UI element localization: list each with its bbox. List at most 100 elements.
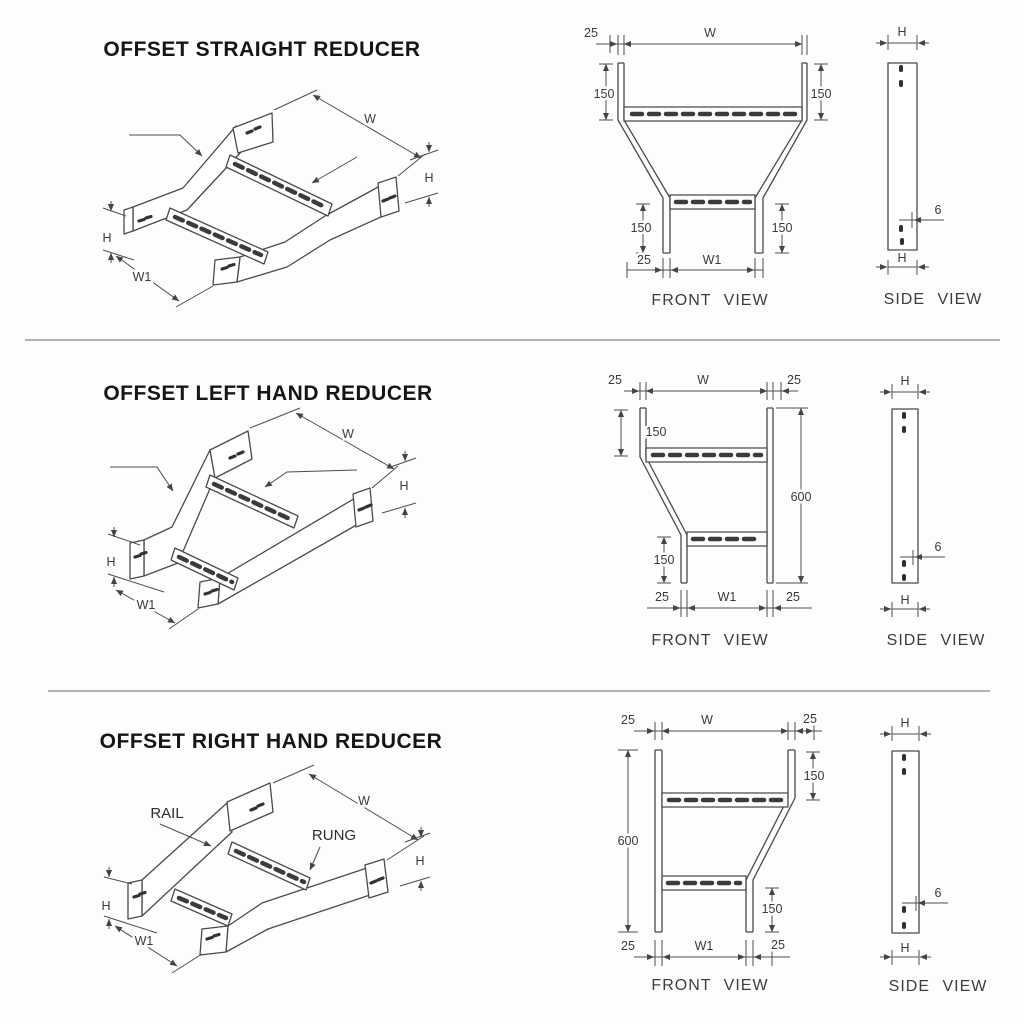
near-rail: [197, 487, 374, 609]
side-view-caption: SIDE VIEW: [884, 291, 983, 308]
callout-rung: RUNG: [309, 825, 359, 871]
rung-upper: [623, 106, 803, 122]
dimension-h-top: H: [876, 23, 929, 50]
dimension-w: W: [249, 407, 399, 489]
rung-lower: [165, 207, 269, 265]
dim-label-w: W: [358, 794, 370, 808]
dimension-h-left: H: [100, 201, 135, 263]
dimension-h-top: H: [880, 372, 930, 399]
dim-bottom-right-25: 25: [786, 590, 800, 604]
far-rail: [129, 430, 253, 580]
ladder-rails: [654, 749, 796, 933]
front-view-caption: FRONT VIEW: [651, 292, 768, 309]
dimension-600-left: 600: [615, 749, 641, 933]
dimension-thickness: 6: [899, 201, 944, 228]
far-rail: [127, 782, 274, 920]
section-title: OFFSET STRAIGHT REDUCER: [103, 38, 420, 61]
iso-view-offset-left-hand-reducer: OFFSET LEFT HAND REDUCER W H: [103, 382, 432, 630]
far-rail: [123, 112, 274, 235]
rung-label: RUNG: [312, 827, 356, 844]
dimension-bottom: 25 W1 25: [619, 936, 790, 966]
rung-upper: [227, 841, 311, 891]
rivet-holes: [899, 65, 904, 245]
dim-label-h-left: H: [101, 899, 110, 913]
dimension-150-upper-right: 150: [801, 751, 827, 801]
dim-150-lower-left: 150: [654, 553, 675, 567]
near-rail: [199, 858, 389, 956]
iso-view-offset-straight-reducer: OFFSET STRAIGHT REDUCER W H: [100, 38, 439, 308]
dim-bottom-w1: W1: [703, 253, 722, 267]
dim-150-lower-right: 150: [762, 902, 783, 916]
dim-label-w: W: [364, 112, 376, 126]
dim-bottom-right-25: 25: [771, 938, 785, 952]
dim-label-w: W: [342, 427, 354, 441]
dim-600-overall: 600: [618, 834, 639, 848]
dimension-h-right: H: [381, 451, 417, 518]
side-view-offset-right-hand-reducer: H H 6 SIDE VIEW: [880, 714, 988, 995]
dim-label-h-left: H: [106, 555, 115, 569]
dim-label-w1: W1: [137, 598, 156, 612]
dim-bottom-left-25: 25: [655, 590, 669, 604]
ladder-rails: [617, 62, 808, 254]
dimension-h-top: H: [880, 714, 931, 741]
dim-150-lower-left: 150: [631, 221, 652, 235]
dim-label-h-left: H: [102, 231, 111, 245]
dim-600-overall: 600: [791, 490, 812, 504]
front-view-offset-right-hand-reducer: 25 W 25 150 600 150 25 W1 25 FRONT VIEW: [615, 710, 827, 995]
dim-top-right-25: 25: [787, 373, 801, 387]
dim-h-top: H: [897, 25, 906, 39]
dim-bottom-left-25: 25: [637, 253, 651, 267]
dim-150-upper-left: 150: [646, 425, 667, 439]
rail-profile: [891, 750, 920, 934]
dimension-bottom: 25 W1 25: [647, 588, 812, 617]
rung-lower: [170, 888, 233, 927]
dimension-150-lower-right: 150: [759, 887, 785, 933]
dim-thickness-6: 6: [935, 540, 942, 554]
dim-label-h-right: H: [415, 854, 424, 868]
dimension-150-upper-left: 150: [591, 63, 617, 121]
side-view-caption: SIDE VIEW: [887, 632, 986, 649]
section-title: OFFSET RIGHT HAND REDUCER: [100, 730, 443, 753]
dimension-top: 25 W 25: [619, 710, 822, 740]
side-view-offset-left-hand-reducer: H H 6 SIDE VIEW: [880, 372, 986, 649]
front-view-offset-straight-reducer: 25 W 150 150 150 150 25 W1 FRONT VIEW: [582, 24, 834, 310]
dim-h-top: H: [900, 374, 909, 388]
dimension-thickness: 6: [902, 884, 948, 911]
front-view-caption: FRONT VIEW: [651, 977, 768, 994]
dimension-h-right: H: [399, 827, 431, 891]
dimension-150-lower-left: 150: [628, 203, 654, 254]
dim-top-left-25: 25: [584, 26, 598, 40]
side-view-caption: SIDE VIEW: [889, 978, 988, 995]
dim-thickness-6: 6: [935, 886, 942, 900]
dimension-150-upper-left: 150: [614, 409, 669, 457]
dim-150-upper-left: 150: [594, 87, 615, 101]
dim-h-bottom: H: [897, 251, 906, 265]
dim-label-w1: W1: [135, 934, 154, 948]
leader-lines: [129, 134, 358, 184]
section-divider-2: [48, 690, 990, 692]
dimension-h-right: H: [404, 142, 439, 207]
dimension-w: W: [273, 89, 426, 177]
dim-bottom-left-25: 25: [621, 939, 635, 953]
rung-upper: [205, 474, 299, 529]
front-view-offset-left-hand-reducer: 25 W 25 150 600 150 25 W1 25 FRONT VIEW: [606, 371, 814, 650]
dimension-150-lower-left: 150: [651, 536, 677, 584]
dimension-top: 25 W 25: [606, 371, 803, 400]
rail-profile: [891, 408, 919, 584]
dimension-w: W: [272, 764, 425, 861]
dimension-150-upper-right: 150: [808, 63, 834, 121]
dim-h-top: H: [900, 716, 909, 730]
rung-upper: [661, 792, 789, 808]
dimension-h-left: H: [104, 527, 165, 593]
dim-h-bottom: H: [900, 593, 909, 607]
dimension-600-right: 600: [776, 407, 814, 584]
dimension-bottom: 25 W1: [626, 251, 764, 278]
leader-lines: [110, 466, 358, 492]
dimension-w1: W1: [115, 255, 214, 308]
rung-lower: [170, 547, 239, 591]
dim-label-w1: W1: [133, 270, 152, 284]
rail-profile: [887, 62, 918, 251]
dimension-w1: W1: [115, 589, 199, 630]
dim-top-w: W: [697, 373, 709, 387]
